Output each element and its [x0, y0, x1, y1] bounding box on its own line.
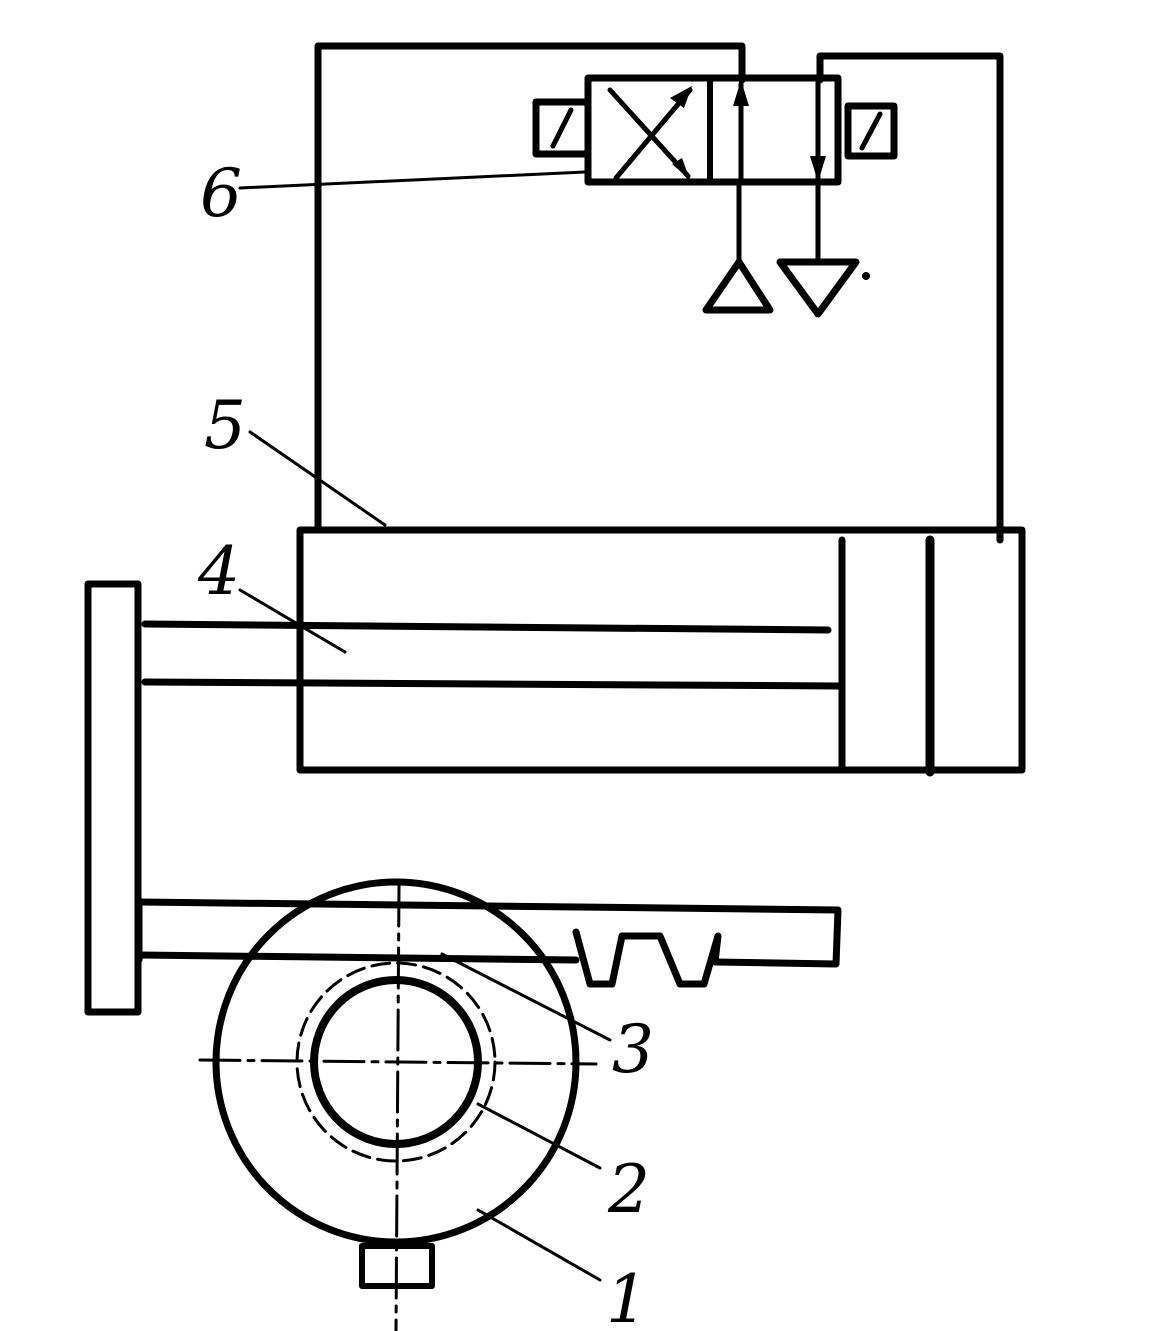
- label-4: 4: [197, 533, 240, 610]
- label-6: 6: [200, 155, 242, 232]
- solenoid-valve: [532, 74, 898, 186]
- label-2: 2: [607, 1151, 650, 1228]
- slide-plate: [84, 580, 142, 1016]
- label-3: 3: [612, 1011, 654, 1088]
- gear-wheel: [198, 878, 598, 1331]
- label-1: 1: [606, 1261, 648, 1331]
- left-solenoid-icon: [532, 98, 592, 158]
- crossed-flow-arrows-icon: [607, 86, 693, 181]
- hydraulic-lines: [314, 42, 1004, 544]
- leader-lines: [238, 170, 612, 1282]
- piston-rod: [141, 620, 844, 690]
- label-5: 5: [204, 387, 246, 464]
- toothed-rack: [136, 897, 842, 988]
- tank-return: [776, 179, 870, 318]
- pressure-source: [702, 179, 774, 314]
- parallel-flow-arrows-icon: [733, 77, 826, 185]
- hydraulic-cylinder: [296, 526, 1026, 777]
- right-solenoid-icon: [844, 102, 898, 160]
